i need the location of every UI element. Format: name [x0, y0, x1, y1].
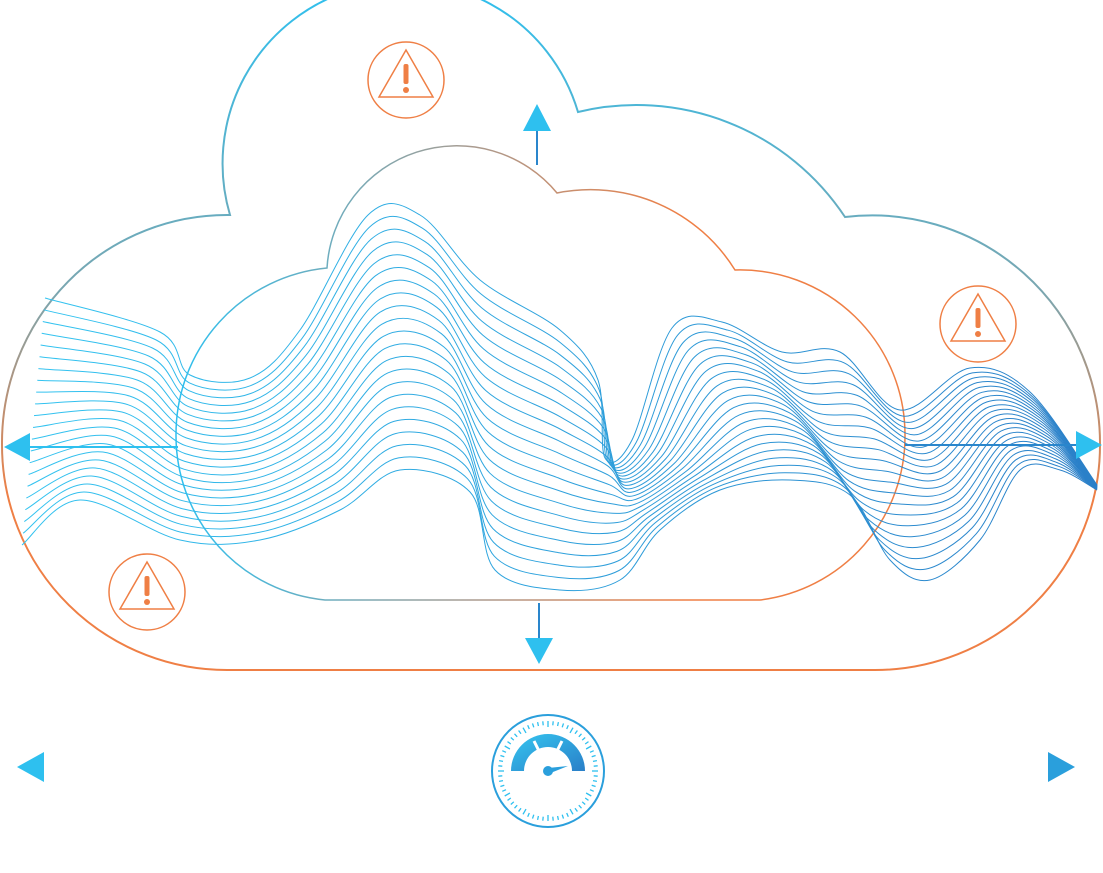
gauge-tick: [531, 814, 535, 819]
gauge-tick: [536, 815, 540, 821]
gauge-tick: [504, 745, 511, 750]
warning-icon: [939, 285, 1017, 363]
gauge-tick: [566, 812, 569, 817]
wave-line: [38, 279, 1098, 487]
gauge-tick: [507, 741, 512, 745]
gauge-tick: [514, 733, 518, 738]
gauge-tick: [518, 807, 522, 812]
arrow-up-icon: [523, 104, 551, 165]
gauge-tick: [591, 754, 596, 758]
gauge-tick: [584, 797, 589, 801]
gauge-tick: [500, 784, 505, 788]
arrow-right-icon: [1048, 752, 1075, 782]
gauge-tick: [510, 801, 515, 805]
gauge-tick: [500, 754, 505, 758]
gauge-tick: [585, 745, 592, 750]
gauge-tick: [566, 725, 569, 730]
gauge-tick: [589, 750, 594, 753]
gauge-tick: [556, 721, 560, 727]
gauge-tick: [502, 789, 507, 792]
gauge-tick: [561, 814, 565, 819]
wave-line: [35, 317, 1098, 490]
gauge-tick: [578, 733, 582, 738]
speedometer-icon: [491, 714, 605, 828]
arrow-right-icon: [905, 431, 1102, 459]
wave-line: [21, 463, 1098, 592]
gauge-tick: [504, 792, 511, 797]
gauge-tick: [581, 737, 586, 741]
wave-lines: [21, 203, 1098, 592]
wave-line: [33, 330, 1098, 493]
gauge-tick: [556, 815, 560, 821]
outer-cloud-outline: [0, 0, 1102, 672]
wave-line: [31, 355, 1098, 502]
wave-line: [27, 406, 1098, 535]
gauge-tick: [518, 730, 522, 735]
gauge-tick: [536, 721, 540, 727]
bandwidth-axis: [17, 752, 1075, 782]
wave-line: [23, 444, 1098, 568]
gauge-tick: [574, 730, 578, 735]
wave-line: [37, 292, 1098, 488]
arrow-down-icon: [525, 603, 553, 664]
wave-line: [40, 254, 1098, 487]
wave-line: [22, 456, 1098, 580]
gauge-tick: [578, 804, 582, 809]
arrow-left-icon: [4, 433, 178, 461]
wave-line: [29, 381, 1098, 514]
gauge-tick: [591, 784, 596, 788]
gauge-tick: [510, 737, 515, 741]
gauge-tick: [569, 808, 574, 815]
gauge-tick: [584, 741, 589, 745]
gauge-tick: [507, 797, 512, 801]
wave-line: [36, 305, 1098, 488]
gauge-tick: [589, 789, 594, 792]
gauge-tick: [514, 804, 518, 809]
gauge-tick: [592, 759, 598, 763]
arrow-left-icon: [17, 752, 44, 782]
wave-line: [30, 368, 1098, 507]
gauge-tick: [585, 792, 592, 797]
inner-cloud-outline: [175, 145, 906, 601]
gauge-tick: [527, 725, 530, 730]
gauge-tick: [498, 779, 504, 783]
wave-line: [39, 267, 1098, 487]
warning-icon: [108, 553, 186, 631]
gauge-tick: [581, 801, 586, 805]
gauge-tick: [522, 727, 527, 734]
wave-line: [28, 393, 1098, 524]
gauge-tick: [569, 727, 574, 734]
gauge-tick: [574, 807, 578, 812]
gauge-tick: [502, 750, 507, 753]
gauge-tick: [531, 723, 535, 728]
gauge-tick: [527, 812, 530, 817]
gauge-tick: [561, 723, 565, 728]
gauge-tick: [522, 808, 527, 815]
warning-icon: [367, 41, 445, 119]
wave-line: [26, 418, 1098, 545]
gauge-tick: [592, 779, 598, 783]
gauge-tick: [498, 759, 504, 763]
wave-line: [25, 431, 1098, 557]
wave-line: [32, 343, 1098, 497]
